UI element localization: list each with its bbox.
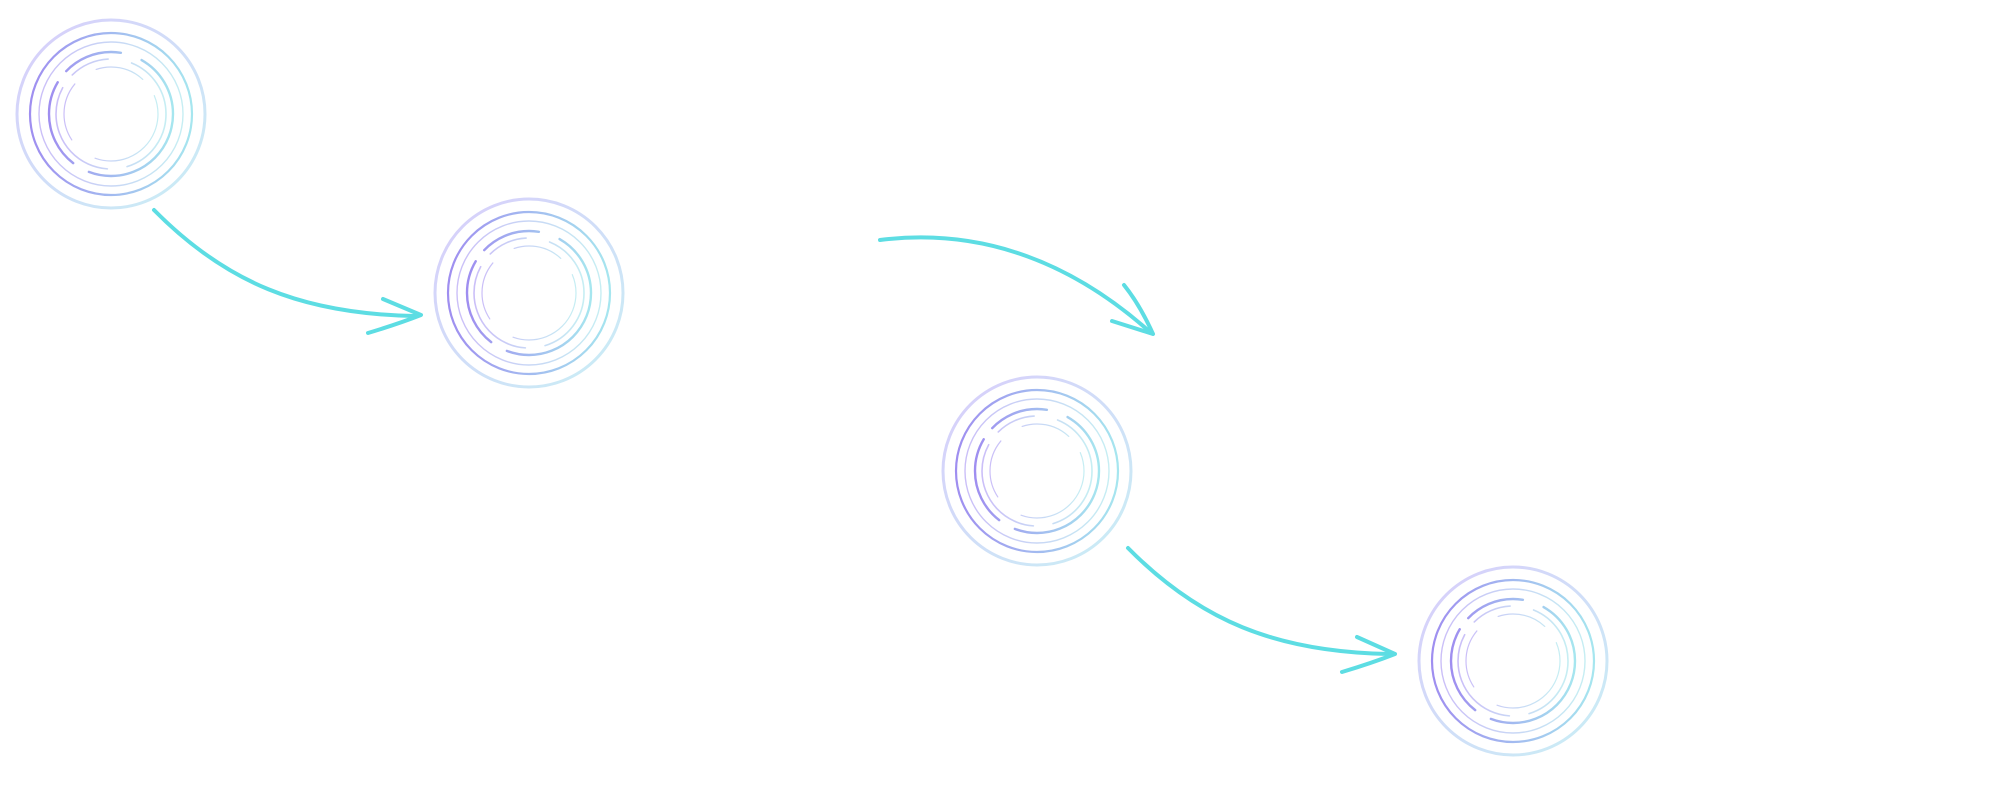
curved-arrow-icon: [152, 208, 417, 318]
arrow-1-to-2: [152, 208, 423, 335]
arrow-2-to-3: [878, 235, 1155, 336]
arrowhead-icon: [366, 297, 423, 335]
step-node-3: [941, 375, 1133, 567]
concentric-rings-icon: [1417, 565, 1609, 757]
concentric-rings-icon: [433, 197, 625, 389]
step-node-4: [1417, 565, 1609, 757]
concentric-rings-icon: [15, 18, 207, 210]
curved-arrow-icon: [1126, 546, 1391, 656]
step-node-2: [433, 197, 625, 389]
arrow-3-to-4: [1126, 546, 1397, 674]
arrowhead-icon: [1340, 635, 1397, 674]
arrowhead-icon: [1110, 283, 1155, 336]
step-node-1: [15, 18, 207, 210]
concentric-rings-icon: [941, 375, 1133, 567]
curved-arrow-icon: [878, 235, 1152, 334]
